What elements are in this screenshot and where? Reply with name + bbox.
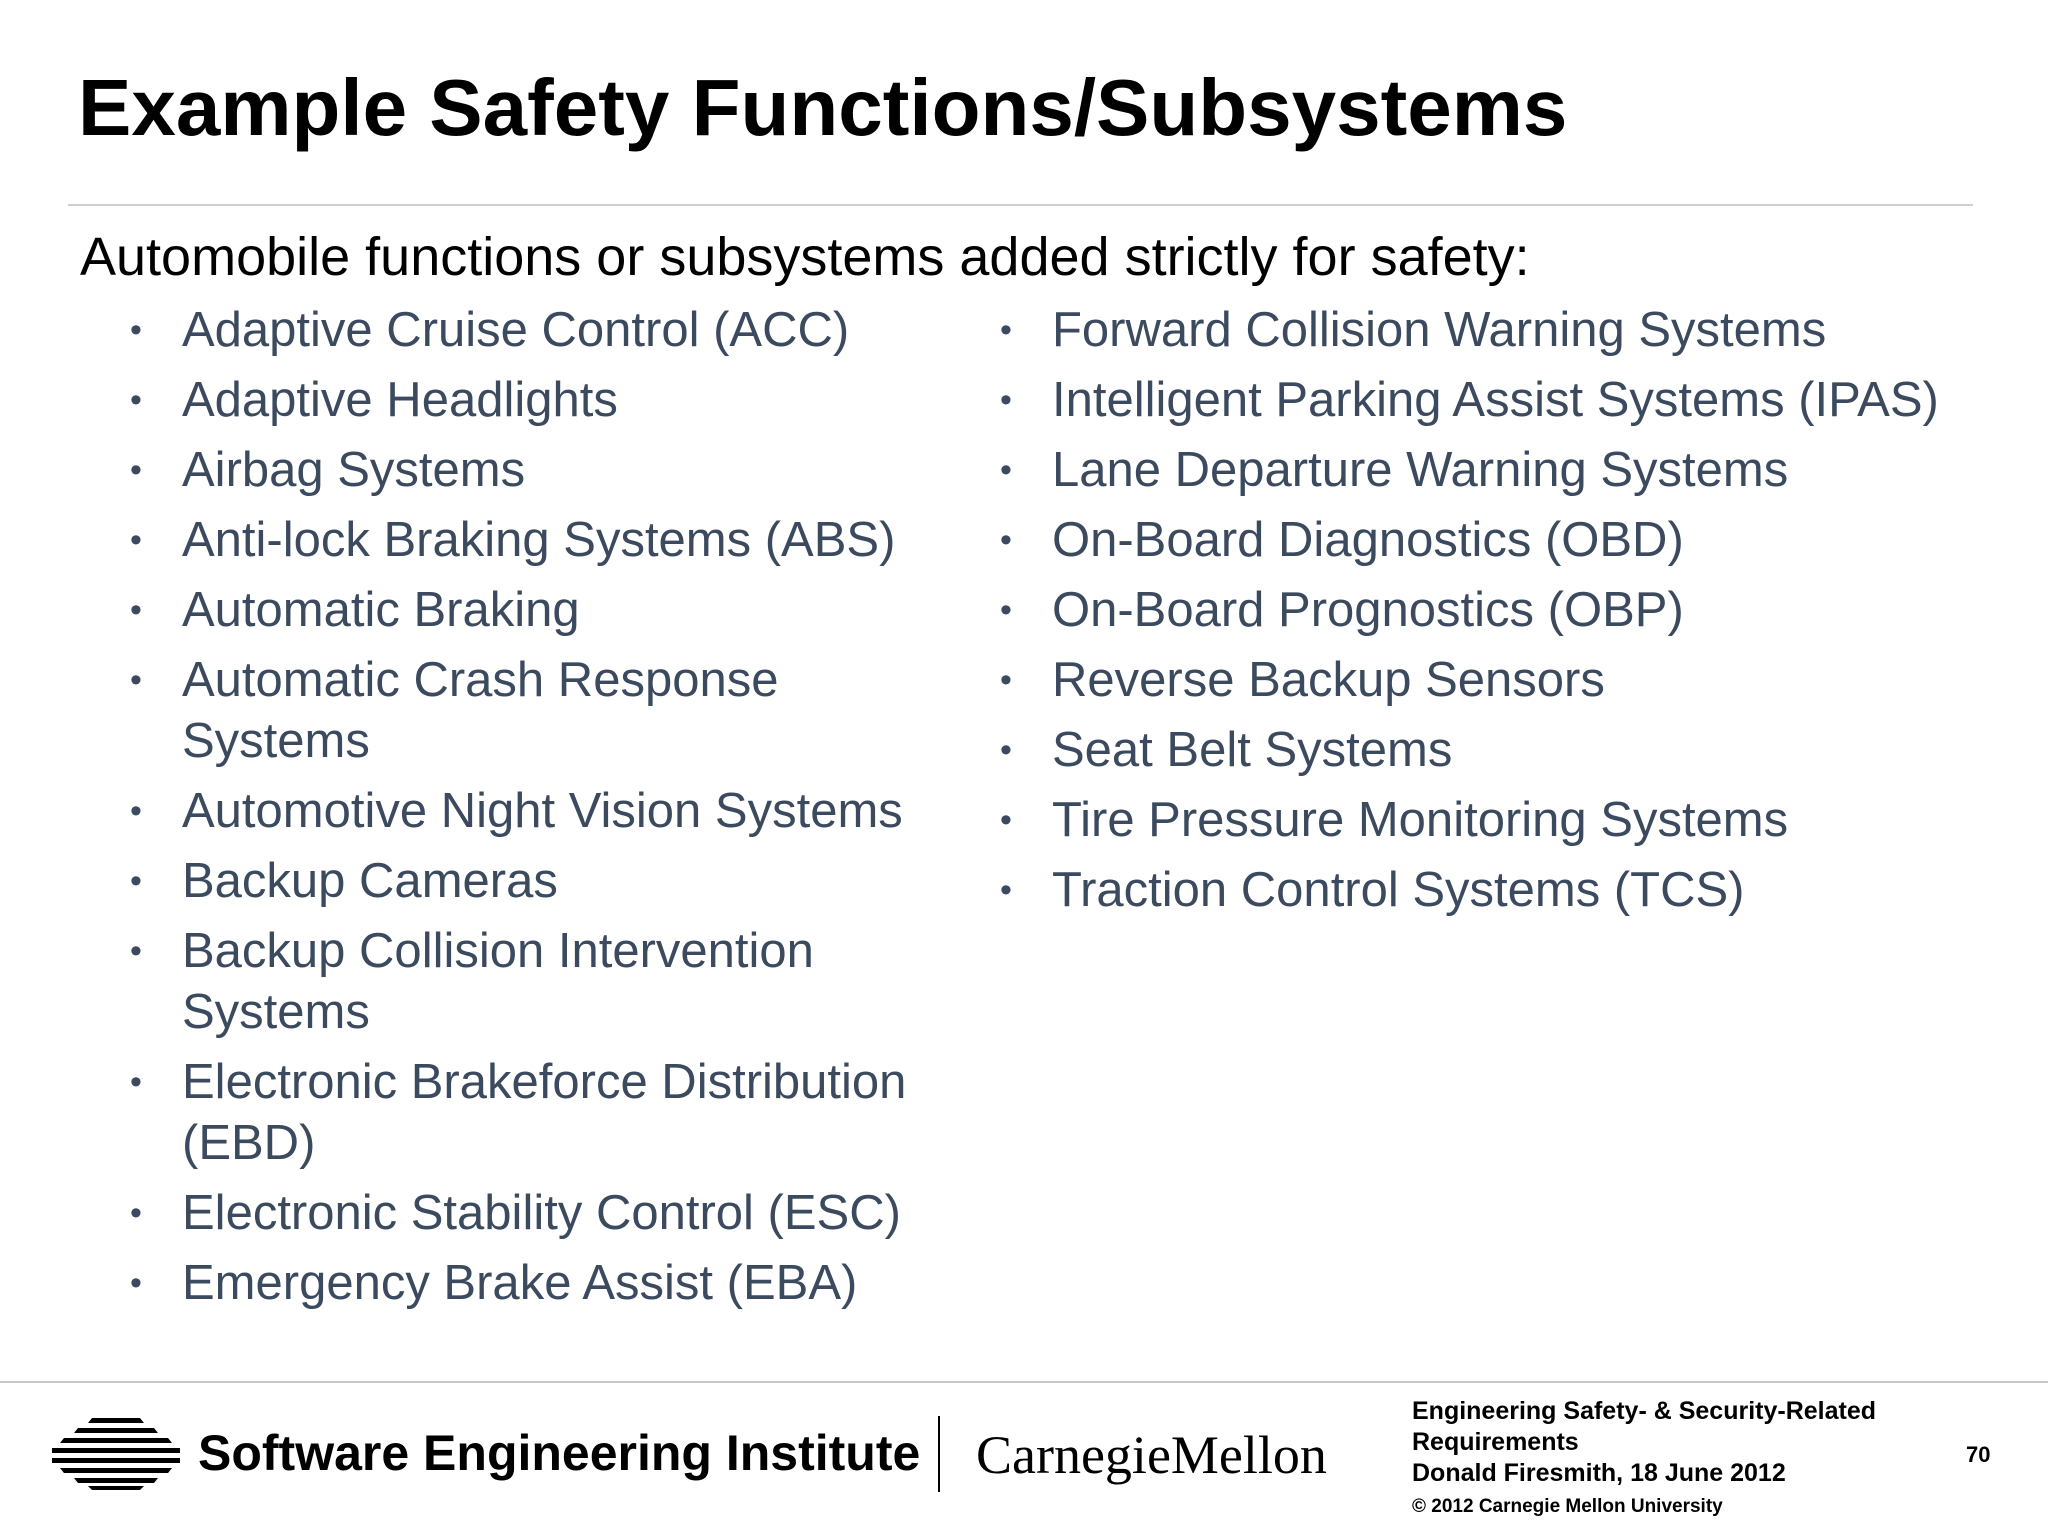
list-item: • Adaptive Cruise Control (ACC) [126,300,976,361]
list-item-text: Automotive Night Vision Systems [182,784,903,838]
bullet-icon: • [130,521,142,559]
copyright: © 2012 Carnegie Mellon University [1412,1496,1723,1517]
list-item-text: Automatic Braking [182,583,580,637]
footer-info: Engineering Safety- & Security-Related R… [1412,1396,1876,1489]
list-item-text: Reverse Backup Sensors [1052,653,1605,707]
logo-divider [938,1416,940,1492]
bullet-icon: • [130,1264,142,1302]
footer-info-line-1: Engineering Safety- & Security-Related [1412,1397,1877,1425]
list-item: • Anti-lock Braking Systems (ABS) [126,510,976,571]
list-item: • Lane Departure Warning Systems [996,440,2036,501]
sei-wordmark: Software Engineering Institute [198,1425,921,1481]
list-item: • On-Board Diagnostics (OBD) [996,510,2036,571]
list-item: • Backup Collision Intervention Systems [126,921,976,1043]
bullet-icon: • [130,1194,142,1232]
bullet-icon: • [130,862,142,900]
list-item: • Reverse Backup Sensors [996,650,2036,711]
bullet-icon: • [1000,451,1012,489]
list-item-text: Lane Departure Warning Systems [1052,443,1789,497]
bullet-icon: • [1000,731,1012,769]
left-bullet-list: • Adaptive Cruise Control (ACC) • Adaptive … [126,300,976,1323]
bullet-icon: • [130,1063,142,1101]
bullet-icon: • [130,451,142,489]
list-item-text: Electronic Stability Control (ESC) [182,1186,901,1240]
footer-divider [0,1381,2048,1383]
list-item-text: Backup Collision Intervention Systems [182,924,814,1039]
list-item-text: Seat Belt Systems [1052,723,1453,777]
bullet-icon: • [130,932,142,970]
bullet-icon: • [1000,591,1012,629]
list-item: • Electronic Stability Control (ESC) [126,1183,976,1244]
list-item: • Forward Collision Warning Systems [996,300,2036,361]
list-item-text: Automatic Crash Response Systems [182,653,779,768]
bullet-icon: • [1000,311,1012,349]
list-item: • Automotive Night Vision Systems [126,781,976,842]
bullet-icon: • [1000,871,1012,909]
title-divider [68,204,1973,206]
bullet-icon: • [130,661,142,699]
list-item-text: On-Board Prognostics (OBP) [1052,583,1684,637]
bullet-icon: • [1000,661,1012,699]
list-item: • Seat Belt Systems [996,720,2036,781]
list-item: • Automatic Braking [126,580,976,641]
list-item: • Intelligent Parking Assist Systems (IPA… [996,370,2036,431]
slide-title: Example Safety Functions/Subsystems [78,63,1568,152]
list-item-text: Adaptive Cruise Control (ACC) [182,303,850,357]
right-bullet-list: • Forward Collision Warning Systems • Intel… [996,300,2036,930]
list-item: • On-Board Prognostics (OBP) [996,580,2036,641]
bullet-icon: • [130,591,142,629]
list-item-text: Adaptive Headlights [182,373,618,427]
list-item: • Traction Control Systems (TCS) [996,860,2036,921]
list-item: • Backup Cameras [126,851,976,912]
list-item: • Automatic Crash Response Systems [126,650,976,772]
list-item-text: Emergency Brake Assist (EBA) [182,1256,858,1310]
list-item: • Tire Pressure Monitoring Systems [996,790,2036,851]
footer-info-line-2: Requirements [1412,1428,1579,1456]
page-number: 70 [1966,1442,1991,1467]
footer-info-line-3: Donald Firesmith, 18 June 2012 [1412,1459,1786,1487]
list-item: • Electronic Brakeforce Distribution (EBD… [126,1052,976,1174]
list-item-text: Backup Cameras [182,854,558,908]
cmu-wordmark: CarnegieMellon [976,1425,1327,1485]
list-item-text: Tire Pressure Monitoring Systems [1052,793,1789,847]
bullet-icon: • [1000,381,1012,419]
sei-logo-icon [52,1418,180,1490]
list-item: • Emergency Brake Assist (EBA) [126,1253,976,1314]
list-item-text: Airbag Systems [182,443,526,497]
list-item-text: Electronic Brakeforce Distribution (EBD) [182,1055,907,1170]
bullet-icon: • [1000,521,1012,559]
slide-subtitle: Automobile functions or subsystems added… [80,227,1530,287]
list-item: • Airbag Systems [126,440,976,501]
list-item-text: Forward Collision Warning Systems [1052,303,1827,357]
list-item-text: On-Board Diagnostics (OBD) [1052,513,1684,567]
list-item: • Adaptive Headlights [126,370,976,431]
bullet-icon: • [130,311,142,349]
bullet-icon: • [130,792,142,830]
list-item-text: Traction Control Systems (TCS) [1052,863,1745,917]
bullet-icon: • [130,381,142,419]
list-item-text: Anti-lock Braking Systems (ABS) [182,513,896,567]
list-item-text: Intelligent Parking Assist Systems (IPAS… [1052,373,1939,427]
bullet-icon: • [1000,801,1012,839]
